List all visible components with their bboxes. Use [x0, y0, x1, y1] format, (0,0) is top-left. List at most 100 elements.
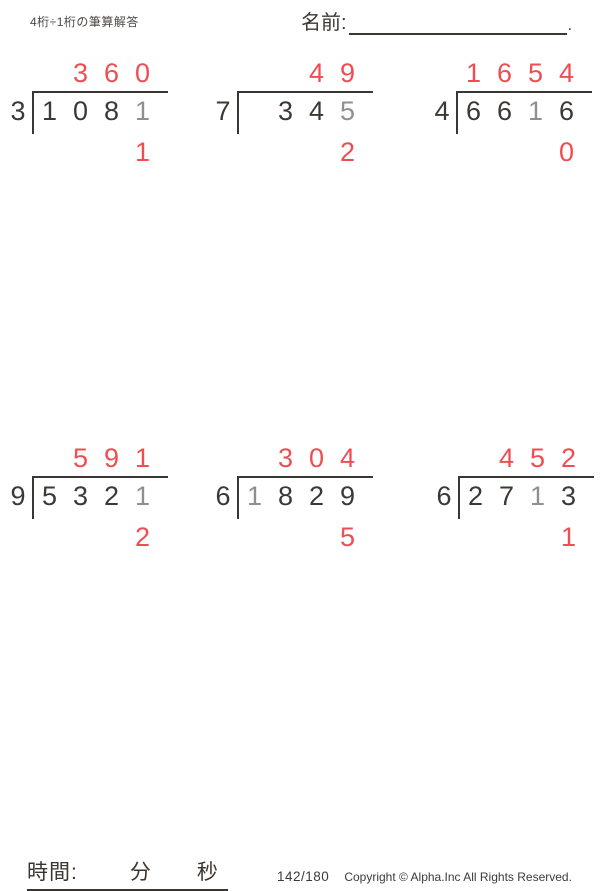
dividend-digit: 0 [72, 96, 89, 126]
dividend-digit: 1 [134, 481, 151, 511]
quotient-digit: 9 [339, 58, 356, 88]
quotient-digit: 4 [498, 443, 515, 473]
time-field: 時間: 分 秒 [27, 856, 228, 891]
dividend-digit: 1 [246, 481, 263, 511]
dividend-digit: 2 [308, 481, 325, 511]
time-label: 時間: [27, 861, 78, 884]
remainder-digit [96, 137, 127, 167]
divisor: 6 [215, 481, 231, 511]
divisor: 6 [436, 481, 452, 511]
remainder-digit [34, 137, 65, 167]
quotient-digit: 2 [560, 443, 577, 473]
quotient-digit [239, 443, 270, 473]
quotient-digit: 9 [103, 443, 120, 473]
quotient-digit: 4 [339, 443, 356, 473]
page-number: 142/180 [277, 869, 330, 884]
minutes-label: 分 [129, 861, 151, 884]
remainder-digit [65, 137, 96, 167]
dividend-digit: 6 [496, 96, 513, 126]
dividend-digit: 1 [41, 96, 58, 126]
quotient-digit [34, 58, 65, 88]
copyright-text: Copyright © Alpha.Inc All Rights Reserve… [344, 870, 572, 884]
dividend-digit [239, 96, 270, 127]
dividend-digit: 1 [529, 481, 546, 511]
remainder-digit [301, 522, 332, 552]
remainder-digit: 1 [560, 522, 577, 552]
quotient-digit: 0 [308, 443, 325, 473]
dividend-digit: 2 [467, 481, 484, 511]
name-field: 名前: . [301, 6, 572, 35]
seconds-label: 秒 [196, 861, 218, 884]
dividend-digit: 9 [339, 481, 356, 511]
remainder-digit [460, 522, 491, 552]
remainder-digit [270, 137, 301, 167]
dividend-digit: 4 [308, 96, 325, 126]
remainder-row: 5 [237, 522, 363, 552]
dividend-digit: 3 [72, 481, 89, 511]
remainder-digit [239, 522, 270, 552]
remainder-digit: 1 [134, 137, 151, 167]
remainder-digit [491, 522, 522, 552]
remainder-digit [301, 137, 332, 167]
name-label: 名前: [301, 12, 347, 34]
remainder-row: 0 [456, 137, 582, 167]
remainder-digit [458, 137, 489, 167]
remainder-row: 1 [32, 137, 158, 167]
remainder-digit [489, 137, 520, 167]
remainder-row: 2 [32, 522, 158, 552]
remainder-row: 2 [237, 137, 363, 167]
dividend-digit: 5 [41, 481, 58, 511]
divisor: 3 [10, 96, 26, 126]
quotient-digit: 6 [496, 58, 513, 88]
dividend-digit: 3 [560, 481, 577, 511]
remainder-digit: 2 [134, 522, 151, 552]
dividend-digit: 5 [339, 96, 356, 126]
dividend-digit: 1 [527, 96, 544, 126]
dividend-digit: 3 [277, 96, 294, 126]
dividend-digit: 2 [103, 481, 120, 511]
quotient-digit [34, 443, 65, 473]
quotient-digit: 4 [308, 58, 325, 88]
quotient-digit [460, 443, 491, 473]
quotient-digit: 3 [72, 58, 89, 88]
quotient-digit: 0 [134, 58, 151, 88]
dividend-digit: 1 [134, 96, 151, 126]
divisor: 7 [215, 96, 231, 126]
footer: 142/180 Copyright © Alpha.Inc All Rights… [277, 869, 572, 884]
remainder-digit [34, 522, 65, 552]
remainder-digit [270, 522, 301, 552]
name-blank-line [348, 11, 567, 35]
remainder-digit: 2 [339, 137, 356, 167]
quotient-digit: 5 [529, 443, 546, 473]
dividend-digit: 8 [277, 481, 294, 511]
remainder-digit [239, 137, 270, 167]
quotient-digit: 5 [527, 58, 544, 88]
page-title: 4桁÷1桁の筆算解答 [30, 15, 139, 29]
remainder-digit [522, 522, 553, 552]
name-line-period: . [567, 17, 573, 34]
dividend-digit: 8 [103, 96, 120, 126]
divisor: 4 [434, 96, 450, 126]
quotient-digit: 4 [558, 58, 575, 88]
remainder-digit [96, 522, 127, 552]
remainder-digit: 5 [339, 522, 356, 552]
remainder-digit: 0 [558, 137, 575, 167]
quotient-digit [270, 58, 301, 88]
